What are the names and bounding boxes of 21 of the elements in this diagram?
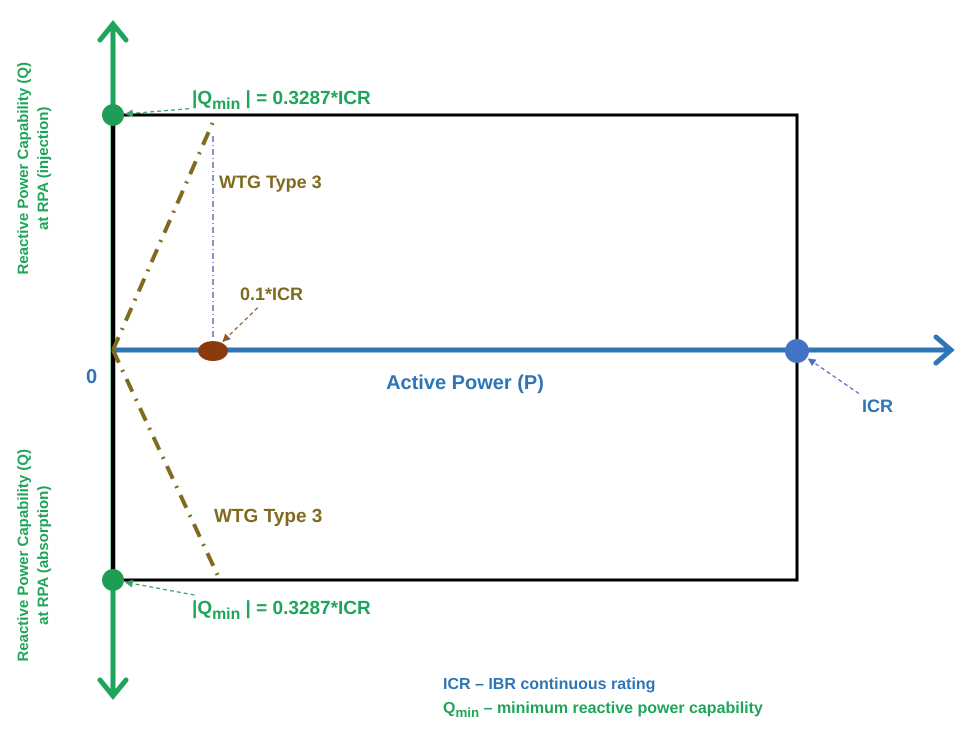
leader-line	[222, 307, 258, 342]
point-label: 0.1*ICR	[240, 284, 304, 305]
point-label: |Q$_{min}$ | = 0.3287*ICR	[192, 598, 371, 624]
origin-label: 0	[86, 366, 98, 389]
point-marker	[102, 569, 124, 591]
point-marker	[198, 341, 228, 361]
guide-line	[212, 136, 214, 339]
leader-line	[808, 358, 860, 394]
point-marker	[785, 339, 809, 363]
axis-title: Active Power (P)	[386, 372, 544, 395]
axis-title: Reactive Power Capability (Q) at RPA (absorption)	[14, 448, 53, 664]
point-label: |Q$_{min}$ | = 0.3287*ICR	[192, 88, 371, 114]
legend-note: Q$_{min}$ – minimum reactive power capability	[443, 700, 763, 720]
leader-line	[124, 108, 190, 118]
legend-note: ICR – IBR continuous rating	[443, 676, 656, 694]
curve-label: WTG Type 3	[219, 172, 322, 193]
leader-line	[124, 580, 195, 596]
point-marker	[102, 104, 124, 126]
curve-label: WTG Type 3	[214, 506, 322, 528]
point-label: ICR	[862, 396, 893, 417]
axis-title: Reactive Power Capability (Q) at RPA (injection)	[14, 60, 53, 276]
